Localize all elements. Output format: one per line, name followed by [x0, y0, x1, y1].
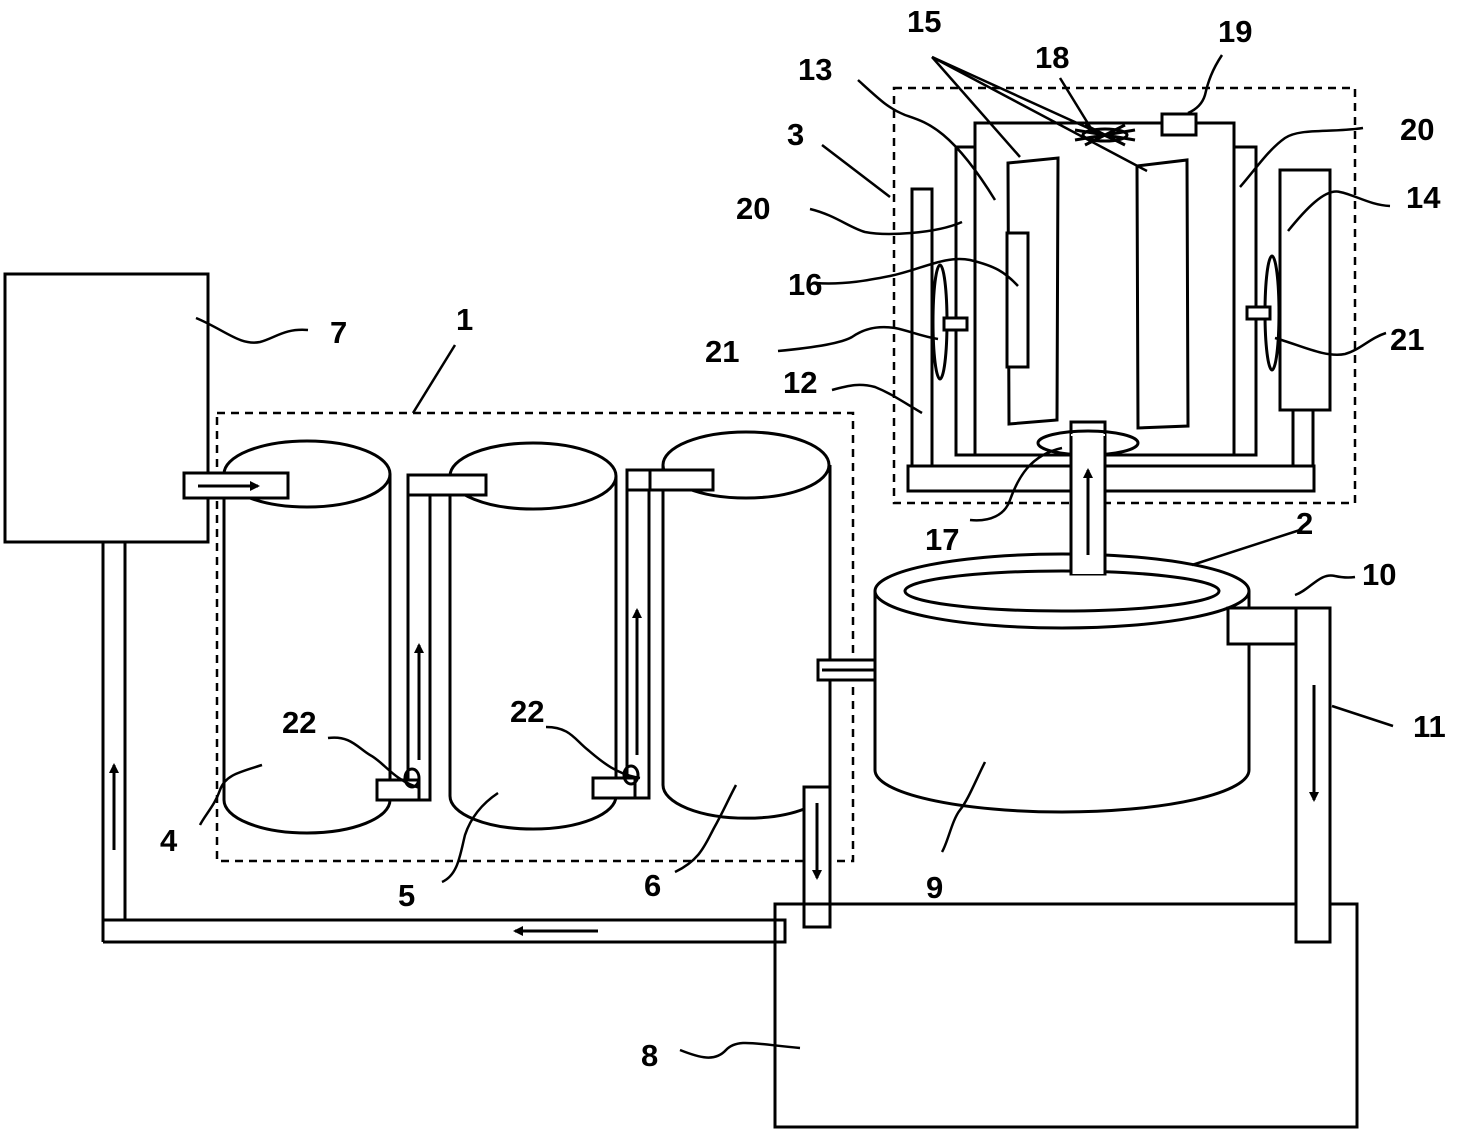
return-pipe	[101, 542, 787, 944]
number-labels: 7 1 22 22 4 5 6 9 8 10 11 2 17 12 21 21 …	[160, 4, 1446, 1073]
label-15: 15	[907, 4, 941, 39]
label-17: 17	[925, 522, 959, 557]
label-10: 10	[1362, 557, 1396, 592]
label-20-b: 20	[1400, 112, 1434, 147]
label-22-b: 22	[510, 694, 544, 729]
block-14	[1278, 168, 1332, 412]
label-13: 13	[798, 52, 832, 87]
label-6: 6	[644, 868, 661, 903]
label-11: 11	[1413, 709, 1446, 744]
basin-9	[873, 552, 1251, 814]
housing-13	[954, 121, 1258, 457]
label-4: 4	[160, 823, 178, 858]
box-7	[3, 272, 210, 544]
label-22-a: 22	[282, 705, 316, 740]
cylinder-5	[406, 441, 618, 831]
label-21-a: 21	[705, 334, 739, 369]
label-14: 14	[1406, 180, 1441, 215]
label-12: 12	[783, 365, 817, 400]
cylinder-4	[222, 439, 392, 835]
frame-12	[906, 187, 1316, 493]
group-1-boundary	[215, 411, 855, 863]
label-8: 8	[641, 1038, 658, 1073]
group-3-boundary	[892, 86, 1357, 505]
label-20-a: 20	[736, 191, 770, 226]
inlet-pipe-4	[182, 471, 290, 500]
sensor-19	[1160, 112, 1198, 137]
lift-pipe-17	[1036, 420, 1140, 576]
drain-pipe-6	[802, 785, 832, 929]
plates-15	[1005, 156, 1190, 430]
overflow-pipe-11	[1226, 606, 1332, 944]
leader-lines	[195, 54, 1394, 1059]
label-18: 18	[1035, 40, 1069, 75]
cylinder-6	[648, 430, 832, 820]
label-21-b: 21	[1390, 322, 1424, 357]
riser-pipe-5-6	[591, 468, 715, 800]
fans-21	[931, 254, 1281, 381]
riser-pipe-4-5	[375, 473, 488, 802]
label-5: 5	[398, 878, 415, 913]
label-9: 9	[926, 870, 943, 905]
label-1: 1	[456, 302, 473, 337]
label-7: 7	[330, 315, 347, 350]
tank-8	[773, 902, 1359, 1129]
label-19: 19	[1218, 14, 1252, 49]
label-3: 3	[787, 117, 804, 152]
label-2: 2	[1296, 506, 1313, 541]
label-16: 16	[788, 267, 822, 302]
